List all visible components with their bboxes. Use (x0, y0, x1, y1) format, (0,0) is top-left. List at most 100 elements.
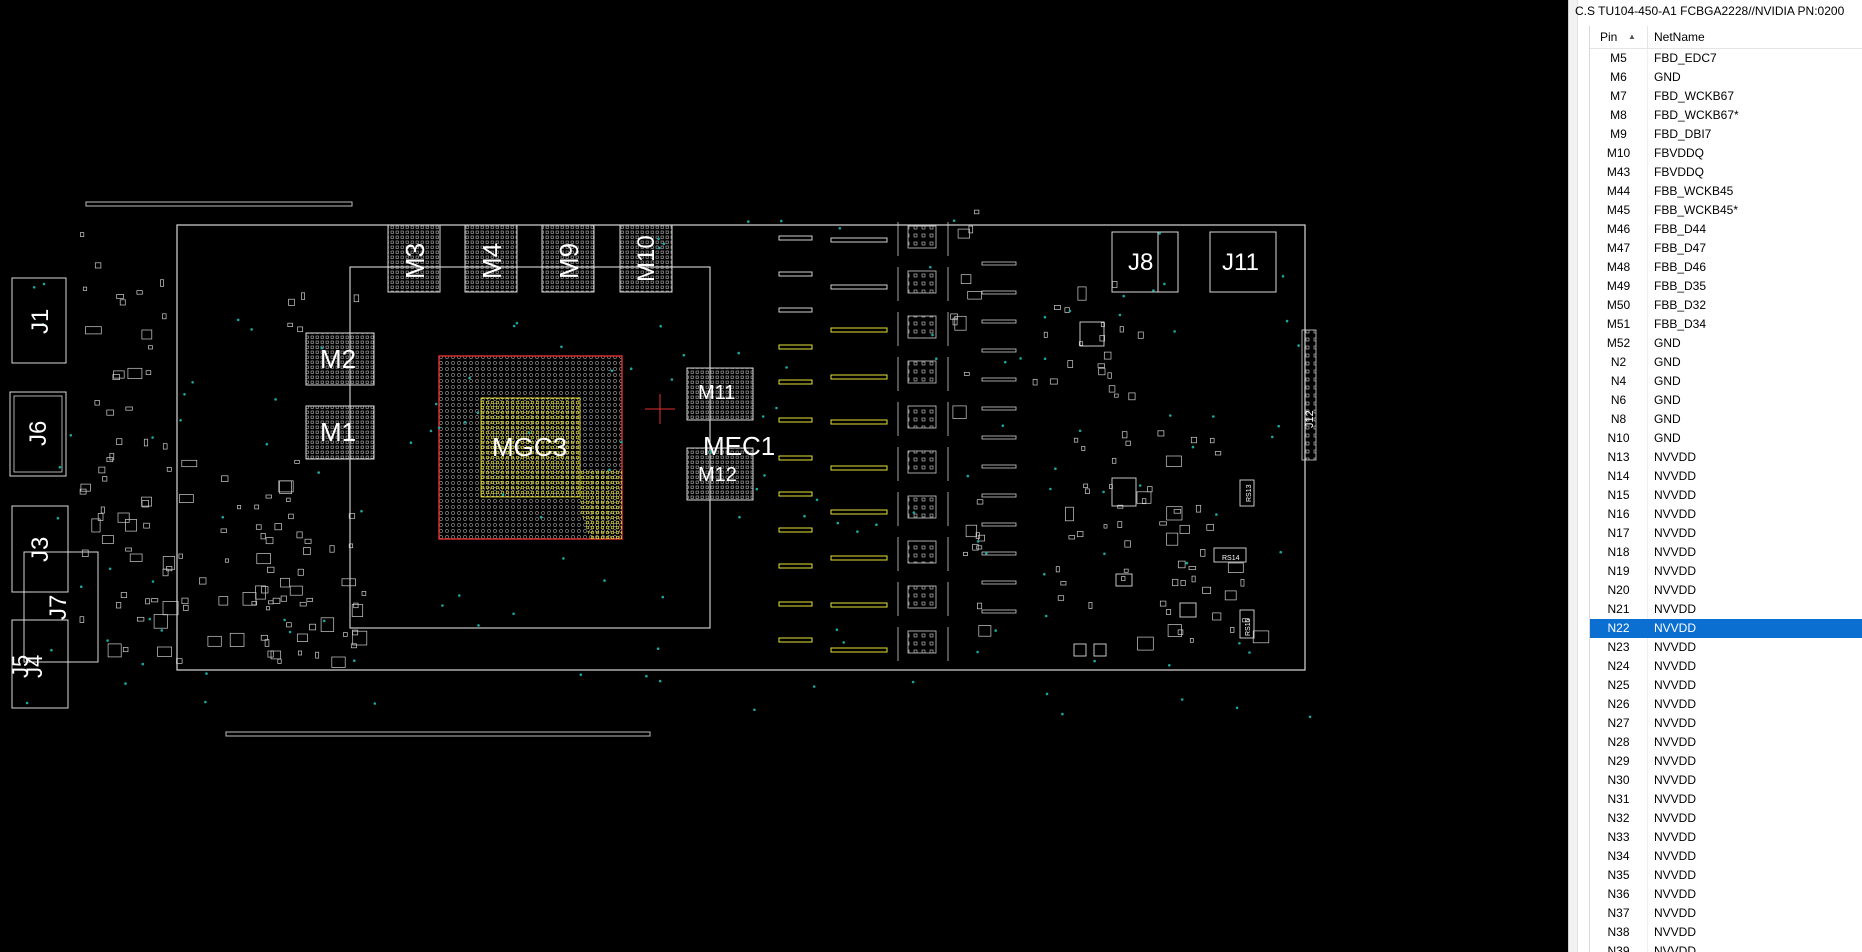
pin-cell: N8 (1590, 410, 1648, 429)
label-j1: J1 (27, 309, 54, 334)
pcb-board-view[interactable]: M3 M4 M9 M10 M2 M1 M11 M12 MEC1 MGC3 J1 … (0, 0, 1568, 952)
netname-cell: NVVDD (1654, 621, 1697, 635)
memory-m1[interactable] (305, 405, 375, 460)
connector-j11[interactable] (1209, 231, 1277, 293)
gpu-chip[interactable] (438, 355, 623, 540)
pin-cell: N4 (1590, 372, 1648, 391)
label-m1: M1 (320, 417, 356, 447)
panel-splitter[interactable] (1569, 0, 1578, 952)
pin-cell: N38 (1590, 923, 1648, 942)
pin-cell: M44 (1590, 182, 1648, 201)
sort-ascending-icon: ▲ (1628, 32, 1636, 41)
connector-j6[interactable] (9, 391, 67, 477)
label-rs14: RS14 (1222, 555, 1240, 562)
label-m4: M4 (477, 243, 507, 279)
pin-cell: N18 (1590, 543, 1648, 562)
memory-m12[interactable] (686, 447, 754, 501)
pin-cell: N39 (1590, 942, 1648, 952)
netname-cell: FBB_D34 (1654, 317, 1707, 331)
component-field (25, 209, 1312, 719)
memory-m10[interactable] (619, 224, 673, 293)
netname-cell: NVVDD (1654, 754, 1697, 768)
pin-cell: M8 (1590, 106, 1648, 125)
memory-m9[interactable] (541, 224, 595, 293)
connector-j9[interactable] (1111, 231, 1179, 293)
netname-cell: NVVDD (1654, 488, 1697, 502)
label-m10: M10 (633, 235, 660, 282)
netname-cell: NVVDD (1654, 792, 1697, 806)
netname-cell: NVVDD (1654, 640, 1697, 654)
pin-cell: N36 (1590, 885, 1648, 904)
netname-cell: NVVDD (1654, 697, 1697, 711)
memory-m3[interactable] (387, 224, 441, 293)
pin-cell: M52 (1590, 334, 1648, 353)
connector-j3[interactable] (11, 505, 69, 593)
connector-j7[interactable] (23, 551, 99, 663)
pin-cell: M9 (1590, 125, 1648, 144)
pin-cell: N10 (1590, 429, 1648, 448)
pcb-canvas[interactable]: M3 M4 M9 M10 M2 M1 M11 M12 MEC1 MGC3 J1 … (0, 0, 1568, 952)
netname-cell: NVVDD (1654, 583, 1697, 597)
connector-j1[interactable] (11, 277, 67, 364)
table-row[interactable]: N15 NVVDD (1590, 486, 1862, 505)
netname-cell: FBB_WCKB45* (1654, 203, 1739, 217)
pin-cell: N15 (1590, 486, 1648, 505)
netname-cell: FBB_D44 (1654, 222, 1707, 236)
column-header-pin[interactable]: Pin ▲ (1590, 26, 1648, 48)
memory-m11[interactable] (686, 367, 754, 421)
column-header-netname[interactable]: NetName (1654, 30, 1705, 44)
memory-m2[interactable] (305, 332, 375, 386)
memory-m4[interactable] (464, 224, 518, 293)
netname-cell: NVVDD (1654, 906, 1697, 920)
connector-j5[interactable] (11, 619, 69, 709)
